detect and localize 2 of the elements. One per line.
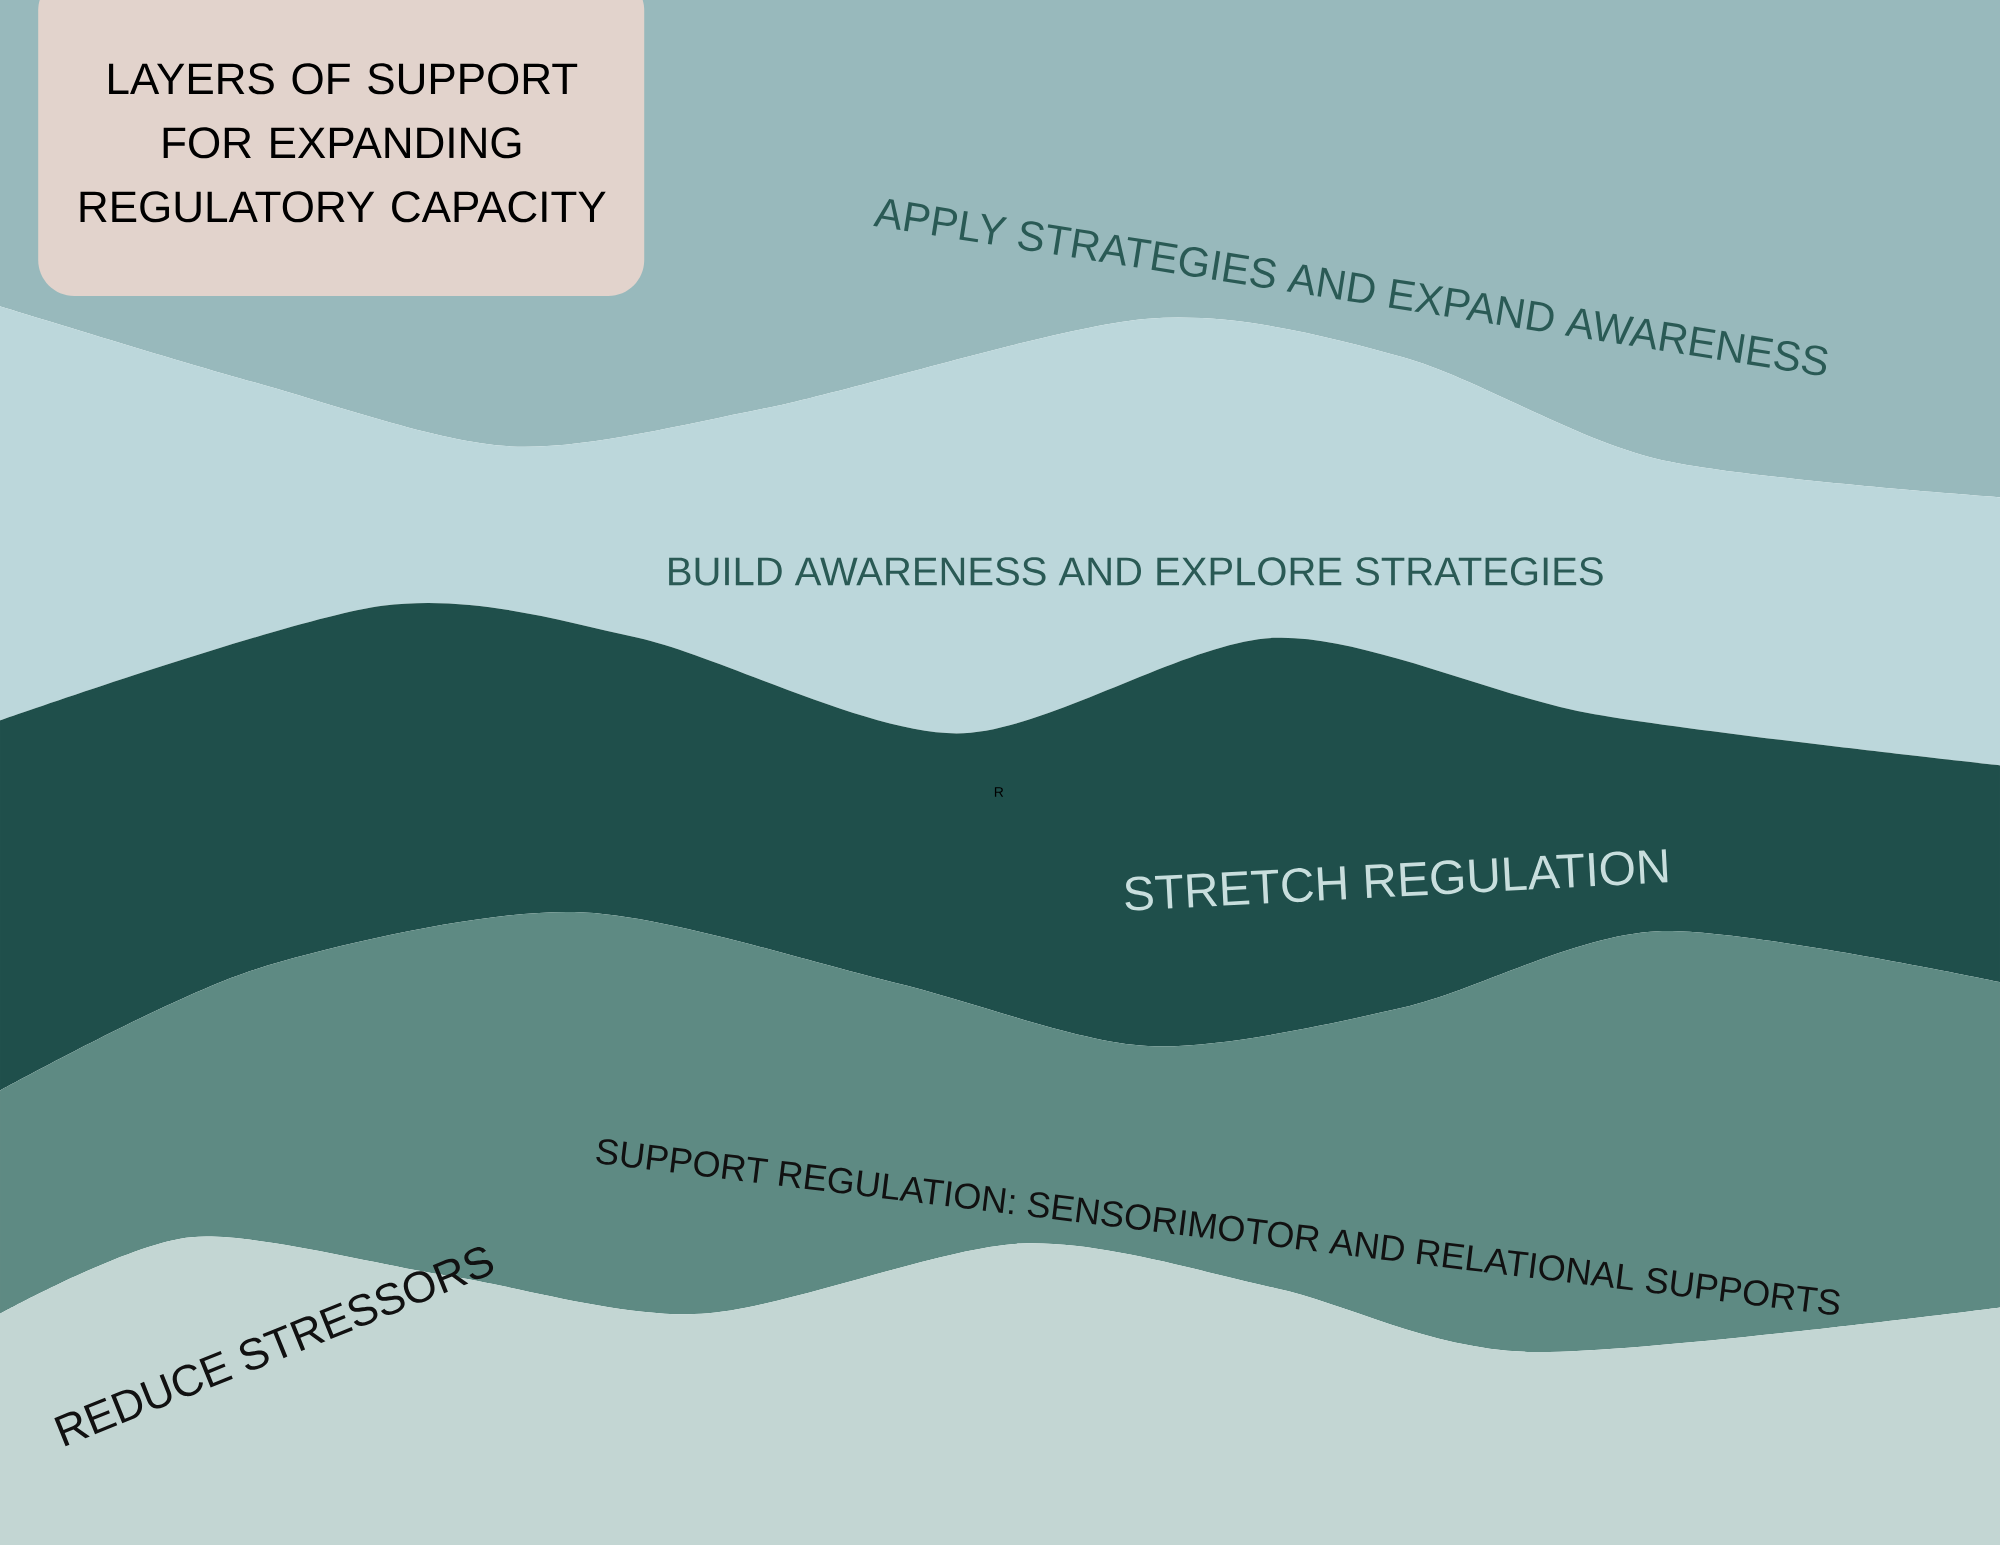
title-box: LAYERS OF SUPPORT FOR EXPANDING REGULATORY CAPACITY [38, 0, 645, 296]
stray-letter: R [994, 787, 1004, 797]
